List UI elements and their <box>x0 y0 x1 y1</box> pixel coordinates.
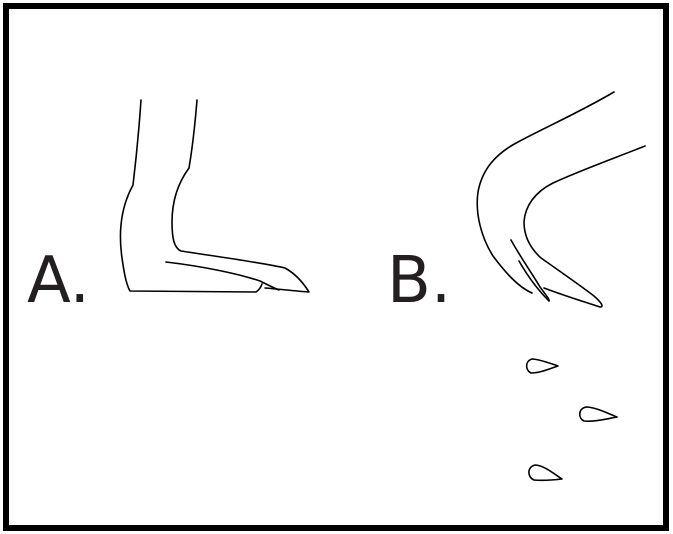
label-b: B. <box>387 244 451 318</box>
label-a: A. <box>27 244 90 318</box>
figure-border <box>6 6 666 528</box>
